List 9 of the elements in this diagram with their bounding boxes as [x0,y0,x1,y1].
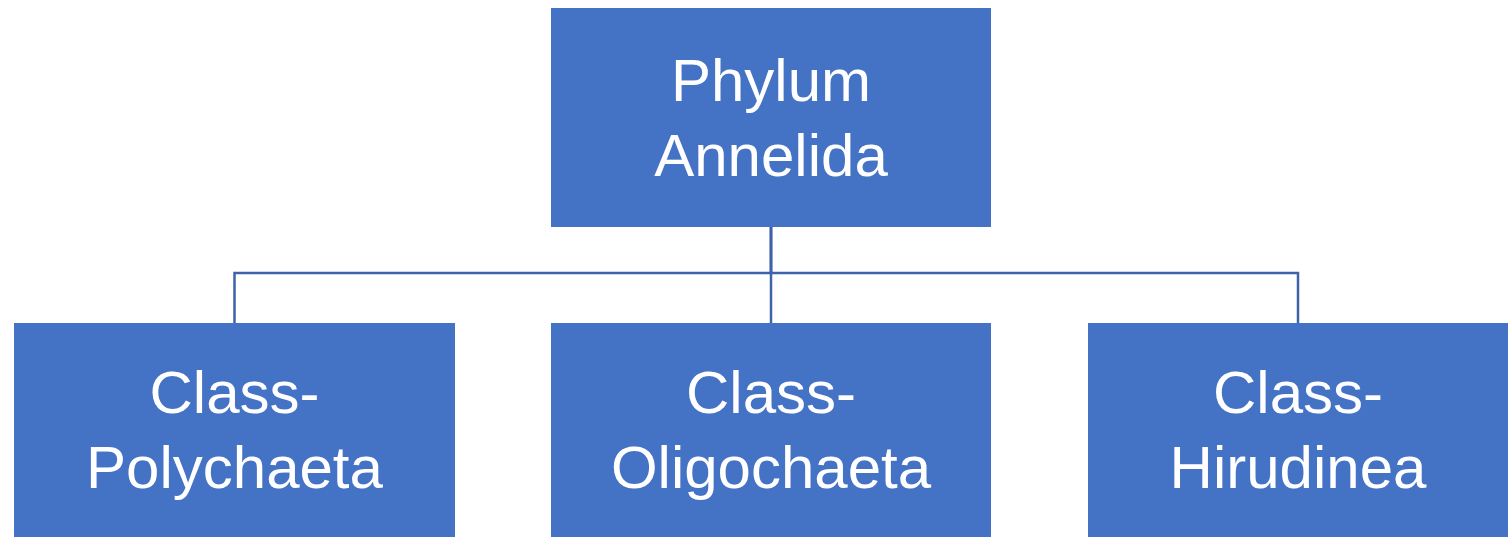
node-label: Class- Oligochaeta [609,358,933,503]
node-label: Class- Hirudinea [1168,358,1428,503]
node-label: Class- Polychaeta [85,358,384,503]
node-label: Phylum Annelida [653,45,889,191]
class-box [1088,323,1508,537]
phylum-box [551,8,991,227]
class-box [14,323,455,537]
connector-line [769,227,1300,323]
class-box [551,323,991,537]
